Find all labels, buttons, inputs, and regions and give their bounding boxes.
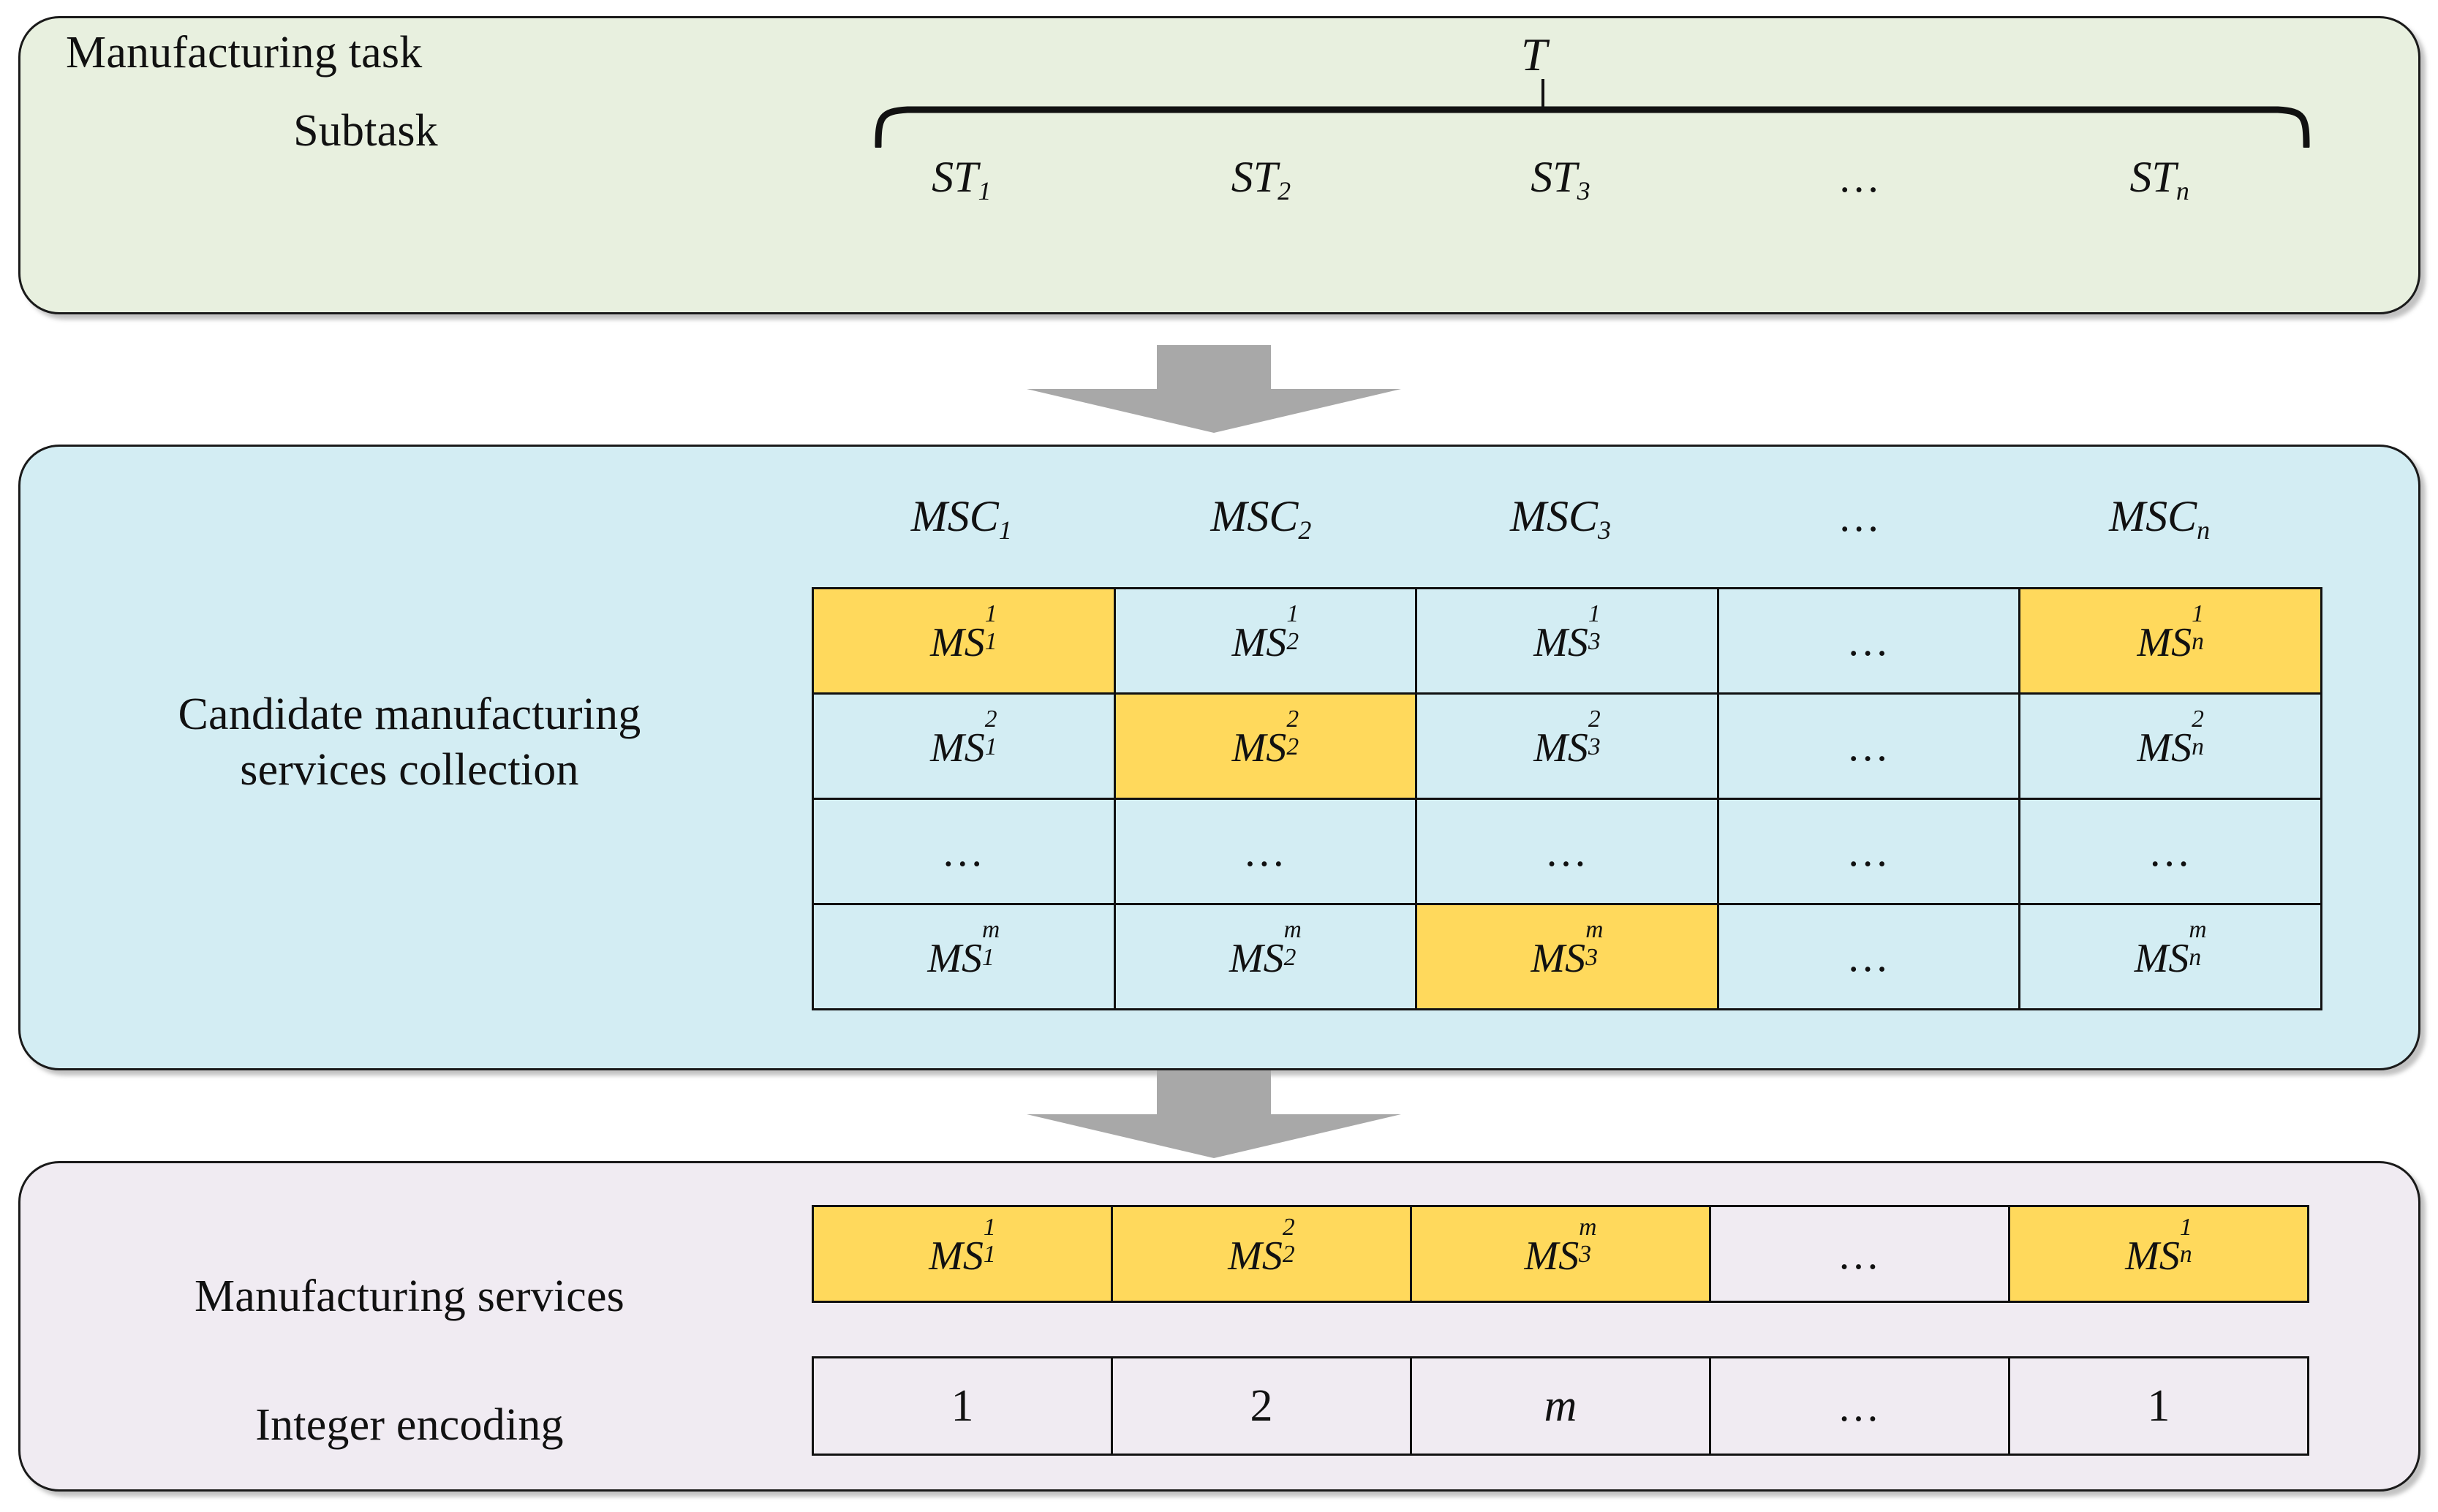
- subtask-label-5: STn: [2129, 153, 2189, 205]
- subtask-label-row: ST1 ST2 ST3 … STn: [812, 152, 2309, 206]
- label-integer-encoding: Integer encoding: [255, 1400, 564, 1450]
- grid-cell-r3-c4[interactable]: …: [1716, 798, 2021, 905]
- integer-cell-1[interactable]: 1: [814, 1358, 1113, 1454]
- subtask-label-2: ST2: [1231, 153, 1291, 205]
- integer-cell-5[interactable]: 1: [2147, 1380, 2170, 1431]
- msc-header-2: MSC2: [1210, 492, 1312, 545]
- grid-cell-r1-c4[interactable]: …: [1716, 587, 2021, 695]
- selected-service-cell-4[interactable]: …: [1711, 1207, 2010, 1301]
- task-symbol-T: T: [1521, 29, 1547, 80]
- integer-cell-4[interactable]: …: [1711, 1358, 2010, 1454]
- grid-cell-r3-c2[interactable]: …: [1113, 798, 1418, 905]
- arrow-down-icon-candidate-to-encoding: [1024, 1067, 1404, 1161]
- msc-header-1: MSC1: [910, 492, 1012, 545]
- table-row: ……………: [812, 798, 2322, 905]
- integer-cell-3[interactable]: m: [1412, 1358, 1711, 1454]
- msc-header-row: MSC1 MSC2 MSC3 … MSCn: [812, 491, 2309, 545]
- grid-cell-r2-c4[interactable]: …: [1716, 692, 2021, 800]
- label-candidate-services-collection: Candidate manufacturing services collect…: [178, 689, 641, 795]
- curly-brace-icon: [874, 102, 2311, 148]
- msc-header-4: …: [1838, 493, 1883, 540]
- grid-cell-r3-c5[interactable]: …: [2018, 798, 2322, 905]
- msc-header-3: MSC3: [1509, 492, 1611, 545]
- arrow-down-icon-task-to-candidate: [1024, 342, 1404, 436]
- panel-manufacturing-task: [18, 16, 2420, 314]
- subtask-label-4: …: [1838, 154, 1883, 201]
- brace-stem: [1541, 79, 1544, 108]
- label-manufacturing-task: Manufacturing task: [66, 28, 423, 78]
- label-manufacturing-services: Manufacturing services: [194, 1271, 624, 1321]
- grid-cell-r3-c3[interactable]: …: [1415, 798, 1719, 905]
- grid-cell-r3-c1[interactable]: …: [812, 798, 1116, 905]
- integer-cell-2[interactable]: 2: [1113, 1358, 1412, 1454]
- label-subtask: Subtask: [293, 106, 438, 156]
- grid-cell-r4-c4[interactable]: …: [1716, 903, 2021, 1010]
- subtask-label-1: ST1: [932, 153, 992, 205]
- msc-header-5: MSCn: [2109, 492, 2211, 545]
- subtask-label-3: ST3: [1531, 153, 1590, 205]
